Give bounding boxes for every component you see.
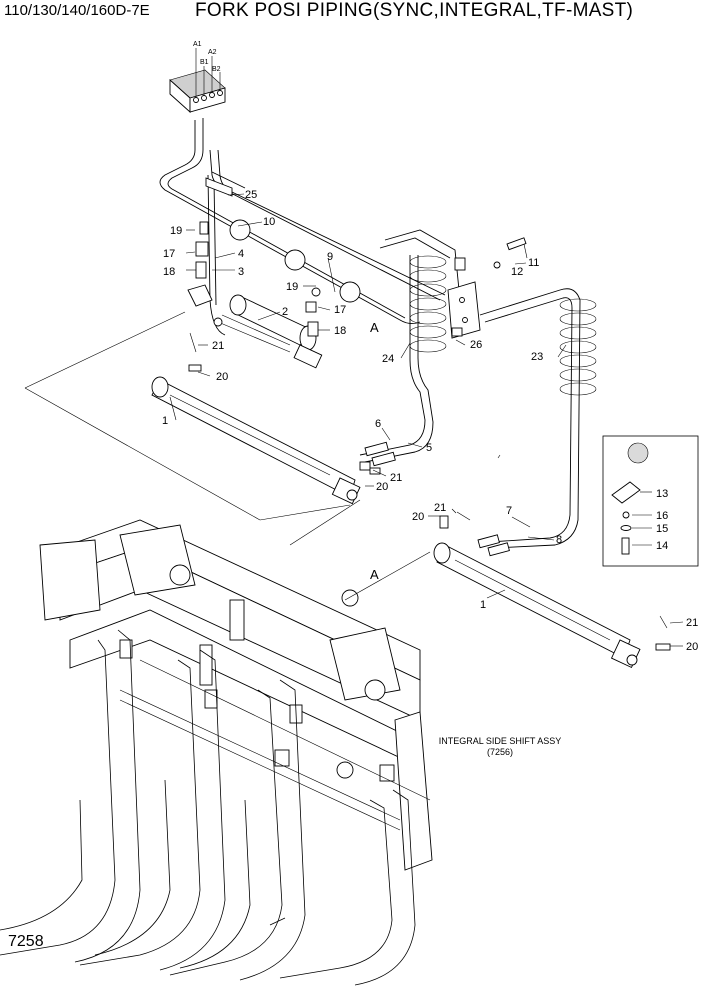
callout-19-b: 19 (286, 281, 298, 293)
small-hardware (187, 171, 671, 651)
callout-13: 13 (656, 488, 668, 500)
page-header: 110/130/140/160D-7E FORK POSI PIPING(SYN… (0, 0, 702, 22)
callout-18-b: 18 (334, 325, 346, 337)
port-label-b1: B1 (200, 59, 209, 66)
callout-1-lower: 1 (480, 599, 486, 611)
callout-12: 12 (511, 266, 523, 278)
port-label-a2: A2 (208, 49, 217, 56)
callout-15: 15 (656, 523, 668, 535)
callout-10: 10 (263, 216, 275, 228)
reference-note-line1: INTEGRAL SIDE SHIFT ASSY (439, 736, 562, 746)
clamp-ring (284, 249, 306, 271)
coil-pipe-23 (477, 288, 597, 557)
callout-4: 4 (238, 248, 244, 260)
cylinder-upper (151, 376, 361, 505)
callout-24: 24 (382, 353, 394, 365)
callout-labels: 25 10 4 3 19 17 18 2 9 19 17 18 A 21 20 … (162, 189, 698, 653)
model-code: 110/130/140/160D-7E (4, 2, 150, 19)
callout-2: 2 (282, 306, 288, 318)
callout-17-a: 17 (163, 248, 175, 260)
coil-pipe-24 (359, 255, 447, 467)
callout-18-a: 18 (163, 266, 175, 278)
callout-20-d: 20 (686, 641, 698, 653)
callout-21-c: 21 (434, 502, 446, 514)
fork-carriage (0, 519, 433, 986)
callout-21-b: 21 (390, 472, 402, 484)
callout-7: 7 (506, 505, 512, 517)
callout-16: 16 (656, 510, 668, 522)
callout-1-upper: 1 (162, 415, 168, 427)
callout-14: 14 (656, 540, 668, 552)
port-label-a1: A1 (193, 41, 202, 48)
detail-box (602, 435, 699, 567)
callout-21-d: 21 (686, 617, 698, 629)
callout-20-c: 20 (412, 511, 424, 523)
callout-23: 23 (531, 351, 543, 363)
leader-lines (169, 193, 684, 647)
reference-note-line2: (7256) (487, 747, 513, 757)
clamp-ring (339, 281, 361, 303)
callout-11: 11 (528, 257, 539, 269)
callout-20-a: 20 (216, 371, 228, 383)
callout-21-a: 21 (212, 340, 224, 352)
view-a-callout-bottom: A (370, 567, 379, 582)
callout-17-b: 17 (334, 304, 346, 316)
callout-3: 3 (238, 266, 244, 278)
cylinder-lower (433, 542, 641, 669)
callout-9: 9 (327, 251, 333, 263)
manifold-block (447, 257, 481, 339)
clamp-ring (229, 219, 251, 241)
callout-25: 25 (245, 189, 257, 201)
callout-20-b: 20 (376, 481, 388, 493)
valve-block (169, 48, 226, 114)
port-label-b2: B2 (212, 66, 221, 73)
callout-6: 6 (375, 418, 381, 430)
callout-26: 26 (470, 339, 482, 351)
page-title: FORK POSI PIPING(SYNC,INTEGRAL,TF-MAST) (195, 0, 634, 21)
callout-19-a: 19 (170, 225, 182, 237)
callout-5: 5 (426, 442, 432, 454)
callout-8: 8 (556, 534, 562, 546)
alignment-lines (24, 311, 431, 601)
view-a-callout-top: A (370, 320, 379, 335)
page-number: 7258 (8, 933, 44, 950)
